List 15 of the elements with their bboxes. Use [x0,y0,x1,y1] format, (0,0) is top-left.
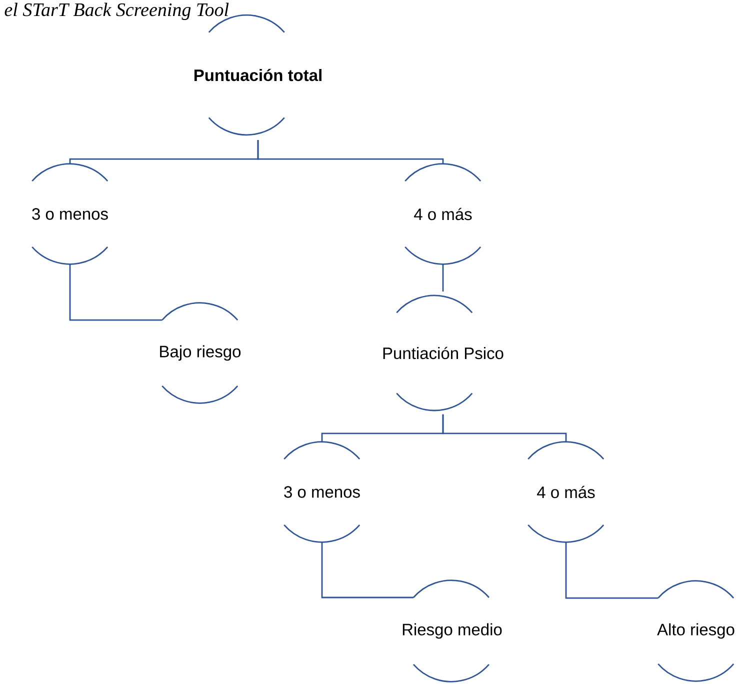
connector-line [321,542,414,598]
outcome-node: 4 o más [404,163,482,265]
outcome-node: 3 o menos [32,163,108,265]
outcome-node: 3 o menos [284,441,360,543]
outcome-node: Riesgo medio [402,580,502,682]
outcome-node: Alto riesgo [657,580,734,682]
outcome-node: Bajo riesgo [160,302,241,404]
title: el STarT Back Screening Tool [4,2,229,20]
outcome-node: 4 o más [528,441,604,543]
connector-line [69,264,162,321]
decision-node: Puntiación Psico [383,294,504,412]
connector-line [442,414,567,442]
connector-line [257,140,444,164]
connector-line [442,264,444,292]
connector-line [565,542,658,599]
